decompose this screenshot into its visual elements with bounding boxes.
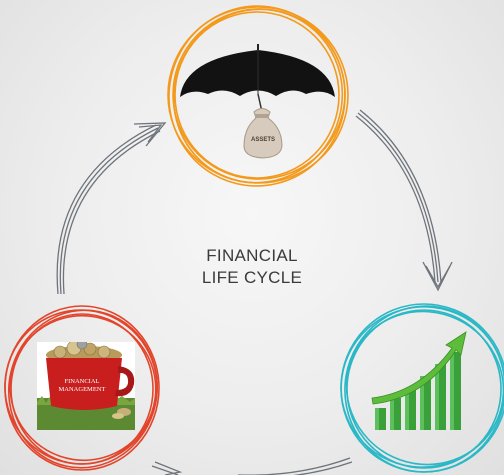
arrow-protection-to-growth [355,109,453,292]
management-ring [4,305,160,471]
mug-label-line1: FINANCIAL [64,378,99,385]
growth-ring [340,303,504,473]
money-mug-icon: FINANCIAL MANAGEMENT [37,342,135,430]
diagram-title: FINANCIAL LIFE CYCLE [182,245,322,289]
diagram-title-line1: FINANCIAL [206,246,298,265]
management-node: FINANCIAL MANAGEMENT [4,305,160,471]
mug-label-line2: MANAGEMENT [59,386,106,393]
umbrella-icon [180,44,335,113]
arrow-growth-to-management [151,457,353,475]
growth-chart-icon [371,331,467,430]
protection-node: ASSETS [167,5,349,187]
diagram-title-line2: LIFE CYCLE [201,268,303,287]
assets-bag-icon: ASSETS [243,108,283,159]
cycle-arrows [56,109,453,475]
assets-bag-label: ASSETS [251,137,275,143]
growth-node [340,303,504,473]
arrow-management-to-protection [56,122,167,295]
protection-ring [167,5,349,187]
